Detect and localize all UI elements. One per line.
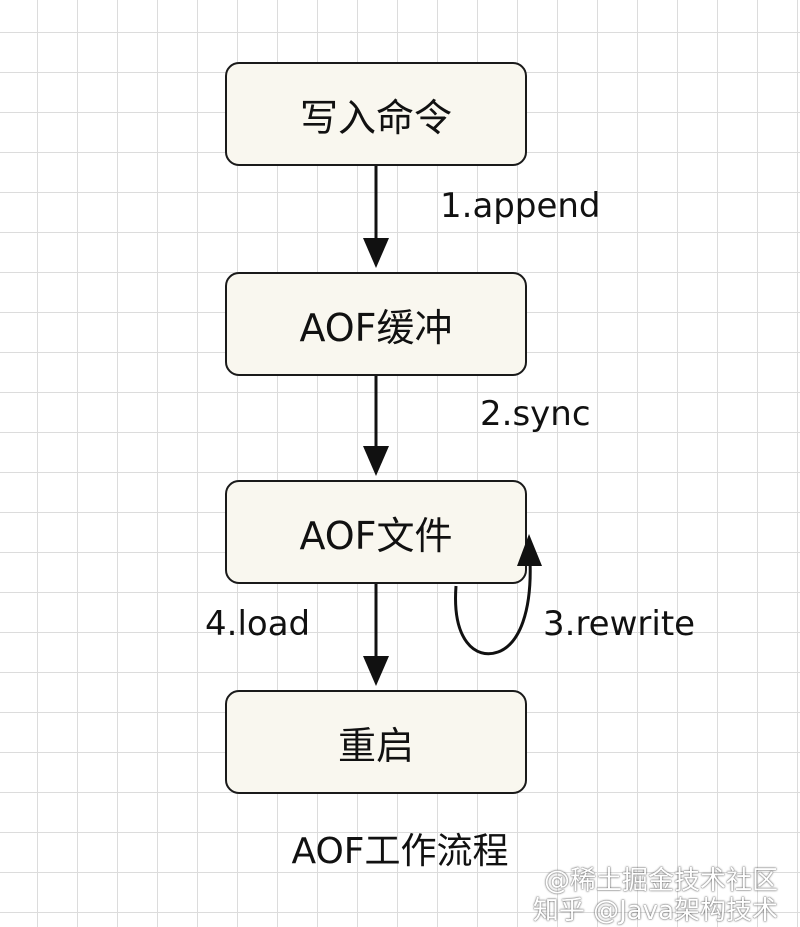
node-aof-buffer-label: AOF缓冲 bbox=[299, 305, 453, 350]
watermark-line-1: @稀土掘金技术社区 bbox=[543, 866, 778, 896]
node-restart-label: 重启 bbox=[337, 723, 414, 768]
node-write-command-label: 写入命令 bbox=[299, 95, 452, 140]
watermark-line-2: 知乎 @Java架构技术 bbox=[532, 896, 778, 926]
edge-label-rewrite: 3.rewrite bbox=[543, 604, 696, 644]
diagram-caption: AOF工作流程 bbox=[291, 831, 509, 872]
node-write-command: 写入命令 bbox=[225, 62, 527, 166]
edge-label-sync: 2.sync bbox=[480, 394, 591, 434]
node-aof-file: AOF文件 bbox=[225, 480, 527, 584]
node-restart: 重启 bbox=[225, 690, 527, 794]
edge-append bbox=[363, 166, 389, 268]
watermark: @稀土掘金技术社区 知乎 @Java架构技术 bbox=[533, 866, 778, 926]
edge-load bbox=[363, 584, 389, 686]
edge-label-load: 4.load bbox=[205, 604, 311, 644]
edge-rewrite-loop bbox=[454, 534, 542, 656]
node-aof-buffer: AOF缓冲 bbox=[225, 272, 527, 376]
edge-sync bbox=[363, 376, 389, 476]
edge-label-append: 1.append bbox=[440, 186, 601, 226]
node-aof-file-label: AOF文件 bbox=[299, 513, 453, 558]
